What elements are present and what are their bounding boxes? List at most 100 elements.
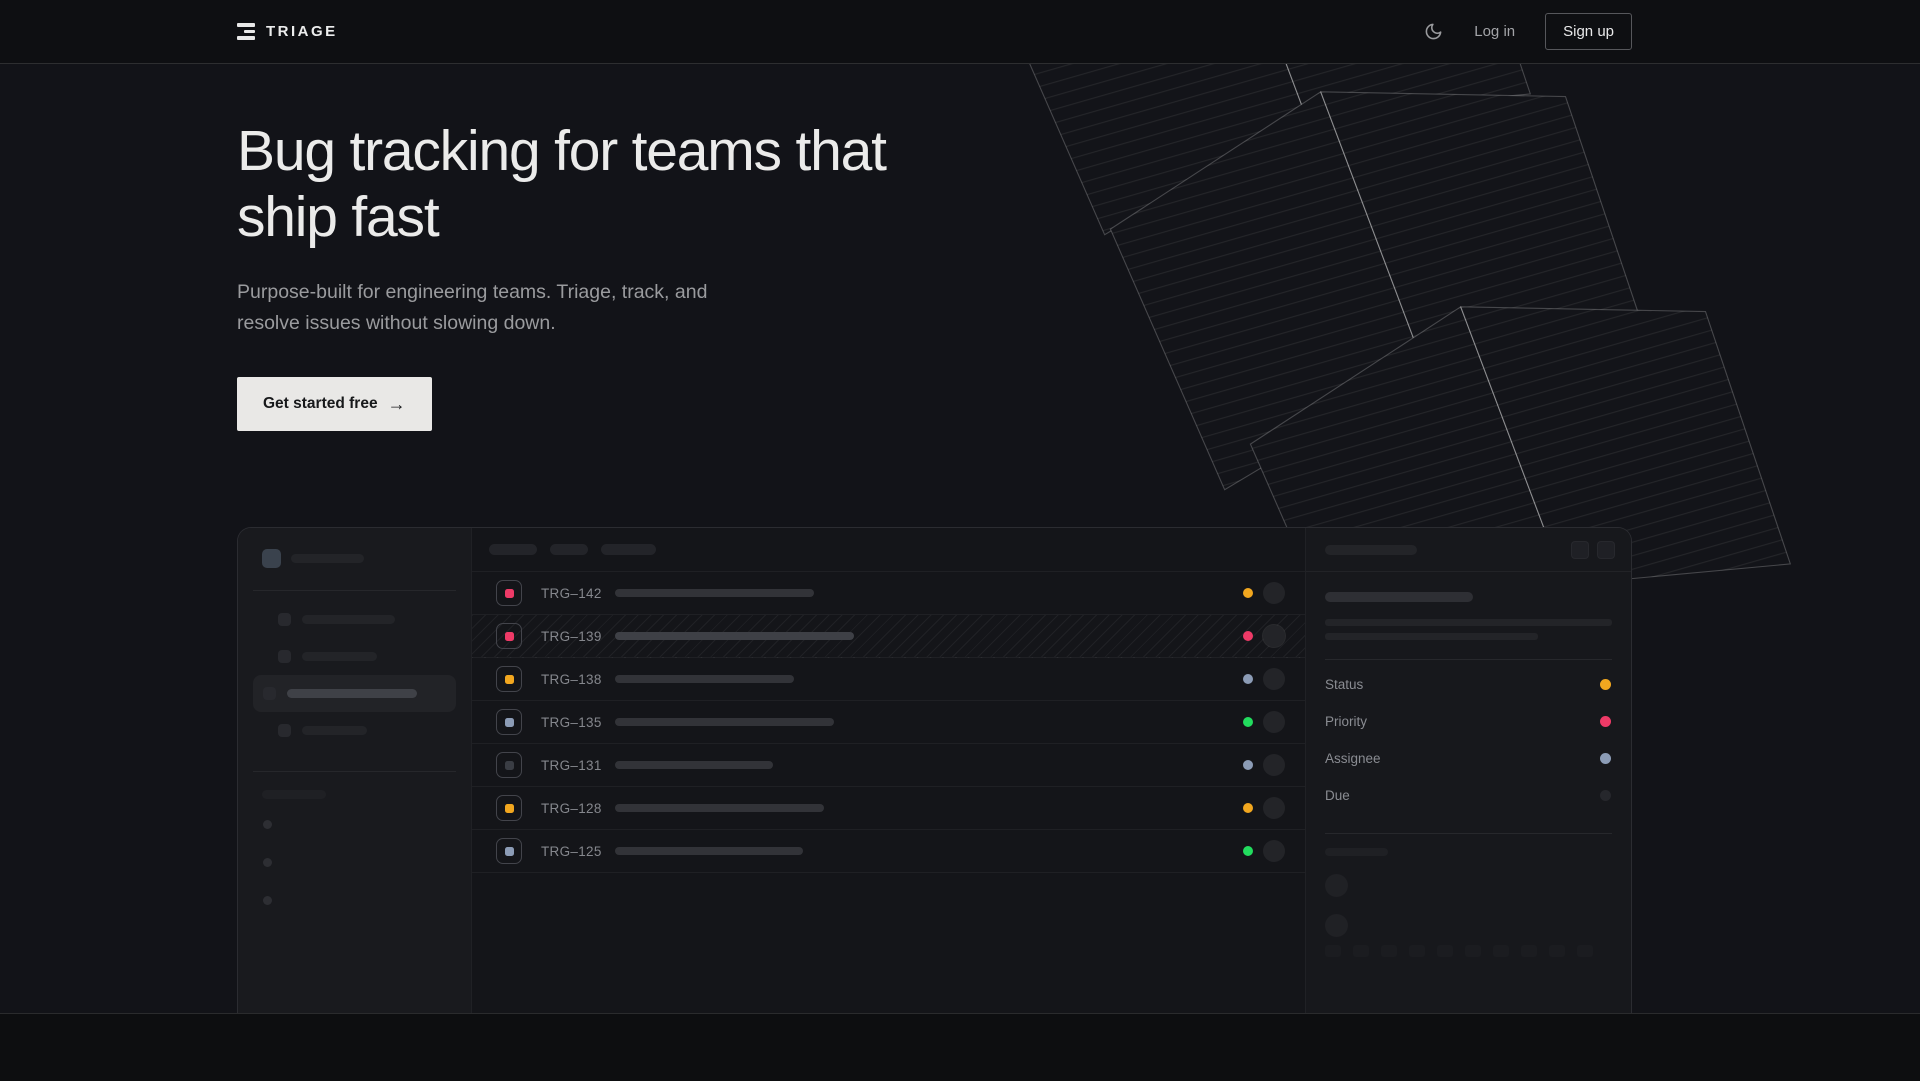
avatar: [1325, 874, 1348, 897]
issue-id: TRG–138: [541, 671, 602, 687]
issue-row: TRG–135: [472, 701, 1305, 744]
avatar: [1325, 914, 1348, 937]
issue-type-icon: [496, 795, 522, 821]
issue-row: TRG–128: [472, 787, 1305, 830]
assignee-avatar: [1263, 797, 1285, 819]
issue-type-icon: [496, 838, 522, 864]
assignee-avatar: [1263, 754, 1285, 776]
triage-logo-icon: [237, 23, 255, 40]
sidebar-dot: [263, 858, 272, 867]
status-dot: [1243, 803, 1253, 813]
assignee-avatar: [1263, 582, 1285, 604]
due-value-dot: [1600, 790, 1611, 801]
issue-title-skeleton: [614, 632, 854, 640]
panel-text-skeleton: [1325, 619, 1612, 626]
login-link[interactable]: Log in: [1474, 23, 1516, 40]
panel-action-button: [1571, 540, 1589, 559]
assignee-avatar: [1263, 668, 1285, 690]
panel-header-skeleton: [1325, 544, 1417, 555]
panel-dash-strip: [1325, 945, 1612, 957]
assignee-avatar: [1263, 711, 1285, 733]
status-dot: [1243, 674, 1253, 684]
filter-pill-skeleton: [489, 544, 537, 555]
issue-id: TRG–131: [541, 757, 602, 773]
property-label: Priority: [1325, 714, 1368, 729]
nav-item-label-skeleton: [302, 652, 377, 661]
issue-id: TRG–135: [541, 714, 602, 730]
panel-body: Status Priority Assignee Due: [1306, 572, 1631, 957]
issue-row: TRG–131: [472, 744, 1305, 787]
mockup-detail-panel: Status Priority Assignee Due: [1306, 528, 1631, 1013]
status-dot: [1243, 846, 1253, 856]
property-label: Due: [1325, 788, 1350, 803]
cta-label: Get started free: [263, 394, 378, 412]
hero-section: Bug tracking for teams that ship fast Pu…: [0, 63, 1920, 1013]
sidebar-dot: [263, 820, 272, 829]
issue-type-icon: [496, 623, 522, 649]
assignee-avatar: [1263, 840, 1285, 862]
issue-title-skeleton: [614, 847, 803, 855]
status-dot: [1243, 717, 1253, 727]
property-label: Assignee: [1325, 751, 1381, 766]
panel-text-skeleton: [1325, 633, 1538, 640]
issue-title-skeleton: [614, 718, 834, 726]
sidebar-section-skeleton: [262, 790, 326, 799]
workspace-name-skeleton: [291, 554, 364, 563]
property-list: Status Priority Assignee Due: [1325, 666, 1612, 814]
issue-id: TRG–128: [541, 800, 602, 816]
arrow-right-icon: →: [387, 393, 406, 414]
status-dot: [1243, 631, 1253, 641]
sidebar-divider: [253, 771, 456, 772]
site-header: TRIAGE Log in Sign up: [0, 0, 1920, 64]
status-dot: [1243, 760, 1253, 770]
status-value-dot: [1600, 679, 1611, 690]
property-row-due: Due: [1325, 777, 1612, 814]
filter-pill-skeleton: [601, 544, 656, 555]
nav-item-icon: [278, 613, 291, 626]
issue-type-icon: [496, 752, 522, 778]
panel-title-skeleton: [1325, 592, 1473, 602]
issue-title-skeleton: [614, 675, 794, 683]
issue-title-skeleton: [614, 804, 824, 812]
moon-icon: [1425, 23, 1442, 40]
hero-copy: Bug tracking for teams that ship fast Pu…: [237, 119, 917, 431]
signup-button[interactable]: Sign up: [1545, 13, 1632, 50]
app-mockup: TRG–142 TRG–139 TRG–138: [237, 527, 1632, 1013]
issue-row: TRG–138: [472, 658, 1305, 701]
property-row-priority: Priority: [1325, 703, 1612, 740]
sidebar-nav-item: [253, 712, 456, 749]
property-label: Status: [1325, 677, 1364, 692]
mockup-sidebar: [238, 528, 471, 1013]
hero-title: Bug tracking for teams that ship fast: [237, 119, 887, 249]
nav-item-icon: [278, 650, 291, 663]
activity-avatars: [1325, 874, 1612, 937]
issue-id: TRG–142: [541, 585, 602, 601]
issue-list-header: [472, 528, 1305, 572]
issue-type-icon: [496, 709, 522, 735]
brand-logo[interactable]: TRIAGE: [237, 23, 338, 40]
nav-item-label-skeleton: [302, 615, 395, 624]
nav-item-icon: [263, 687, 276, 700]
issue-id: TRG–125: [541, 843, 602, 859]
issue-type-icon: [496, 580, 522, 606]
issue-id: TRG–139: [541, 628, 602, 644]
issue-row: TRG–142: [472, 572, 1305, 615]
panel-divider: [1325, 659, 1612, 660]
brand-name: TRIAGE: [266, 23, 338, 40]
workspace-avatar: [262, 549, 281, 568]
property-row-assignee: Assignee: [1325, 740, 1612, 777]
nav-item-label-skeleton: [287, 689, 417, 698]
assignee-avatar: [1263, 625, 1285, 647]
next-section-band: [0, 1013, 1920, 1081]
panel-section-skeleton: [1325, 848, 1388, 856]
mockup-issue-list: TRG–142 TRG–139 TRG–138: [471, 528, 1306, 1013]
get-started-button[interactable]: Get started free →: [237, 376, 432, 431]
issue-title-skeleton: [614, 761, 773, 769]
sidebar-divider: [253, 590, 456, 591]
property-row-status: Status: [1325, 666, 1612, 703]
header-actions: Log in Sign up: [1422, 13, 1632, 50]
sidebar-nav-item: [253, 638, 456, 675]
status-dot: [1243, 588, 1253, 598]
panel-action-button: [1597, 540, 1615, 559]
theme-toggle-button[interactable]: [1422, 21, 1444, 43]
